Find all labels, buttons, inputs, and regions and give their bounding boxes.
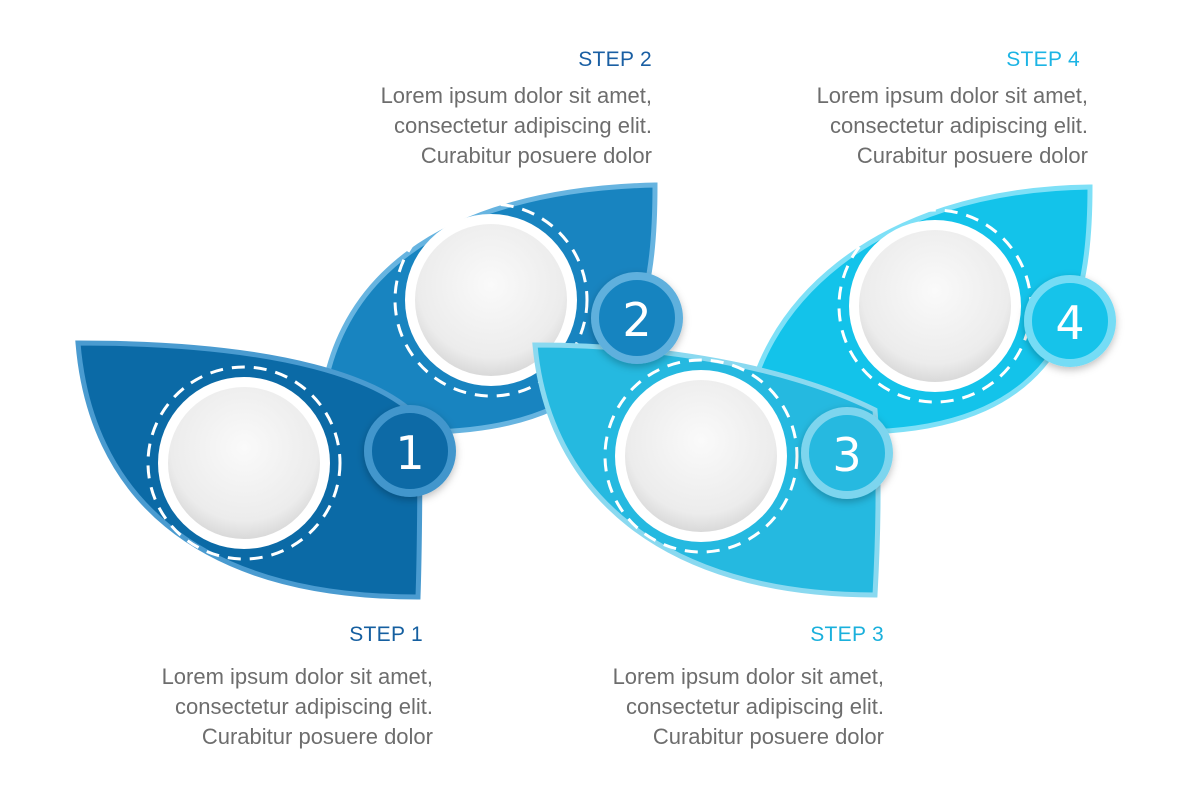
step-2-line-3: Curabitur posuere dolor — [420, 143, 652, 168]
step-4-title: STEP 4 — [1006, 48, 1080, 71]
step-2-badge-group: 2 — [591, 272, 683, 364]
step-1-line-2: consectetur adipiscing elit. — [174, 694, 433, 719]
step-4-number: 4 — [1055, 296, 1084, 350]
step-3-circle — [625, 380, 777, 532]
step-3-line-2: consectetur adipiscing elit. — [625, 694, 884, 719]
step-3-line-1: Lorem ipsum dolor sit amet, — [612, 664, 884, 689]
step-1-group: 1 — [75, 340, 456, 600]
step-3-line-3: Curabitur posuere dolor — [652, 724, 884, 749]
step-4-text: STEP 4 Lorem ipsum dolor sit amet, conse… — [728, 47, 1088, 171]
step-3-description: Lorem ipsum dolor sit amet, consectetur … — [524, 662, 884, 752]
step-1-dashed-ring — [146, 365, 342, 561]
step-1-description: Lorem ipsum dolor sit amet, consectetur … — [73, 662, 433, 752]
step-1-circle — [168, 387, 320, 539]
step-1-line-1: Lorem ipsum dolor sit amet, — [161, 664, 433, 689]
step-2-circle — [415, 224, 567, 376]
step-2-dashed-ring — [393, 202, 589, 398]
step-3-title: STEP 3 — [810, 623, 884, 646]
step-1-text: STEP 1 Lorem ipsum dolor sit amet, conse… — [73, 622, 433, 752]
step-3-number: 3 — [832, 428, 861, 482]
step-4-circle — [859, 230, 1011, 382]
step-4-description: Lorem ipsum dolor sit amet, consectetur … — [728, 81, 1088, 171]
step-1-number: 1 — [395, 426, 424, 480]
step-1-title: STEP 1 — [349, 623, 423, 646]
step-2-description: Lorem ipsum dolor sit amet, consectetur … — [292, 81, 652, 171]
step-1-badge — [364, 405, 456, 497]
step-3-badge — [801, 407, 893, 499]
step-4-group: 4 — [742, 184, 1116, 435]
step-4-badge — [1024, 275, 1116, 367]
step-1-line-3: Curabitur posuere dolor — [201, 724, 433, 749]
step-3-group: 3 — [532, 342, 893, 598]
step-2-title: STEP 2 — [578, 48, 652, 71]
step-2-badge — [591, 272, 683, 364]
step-3-text: STEP 3 Lorem ipsum dolor sit amet, conse… — [524, 622, 884, 752]
step-2-line-2: consectetur adipiscing elit. — [393, 113, 652, 138]
step-4-line-2: consectetur adipiscing elit. — [829, 113, 1088, 138]
step-2-number: 2 — [622, 293, 651, 347]
step-4-line-3: Curabitur posuere dolor — [856, 143, 1088, 168]
step-2-line-1: Lorem ipsum dolor sit amet, — [380, 83, 652, 108]
step-2-text: STEP 2 Lorem ipsum dolor sit amet, conse… — [292, 47, 652, 171]
step-3-dashed-ring — [603, 358, 799, 554]
step-4-line-1: Lorem ipsum dolor sit amet, — [816, 83, 1088, 108]
